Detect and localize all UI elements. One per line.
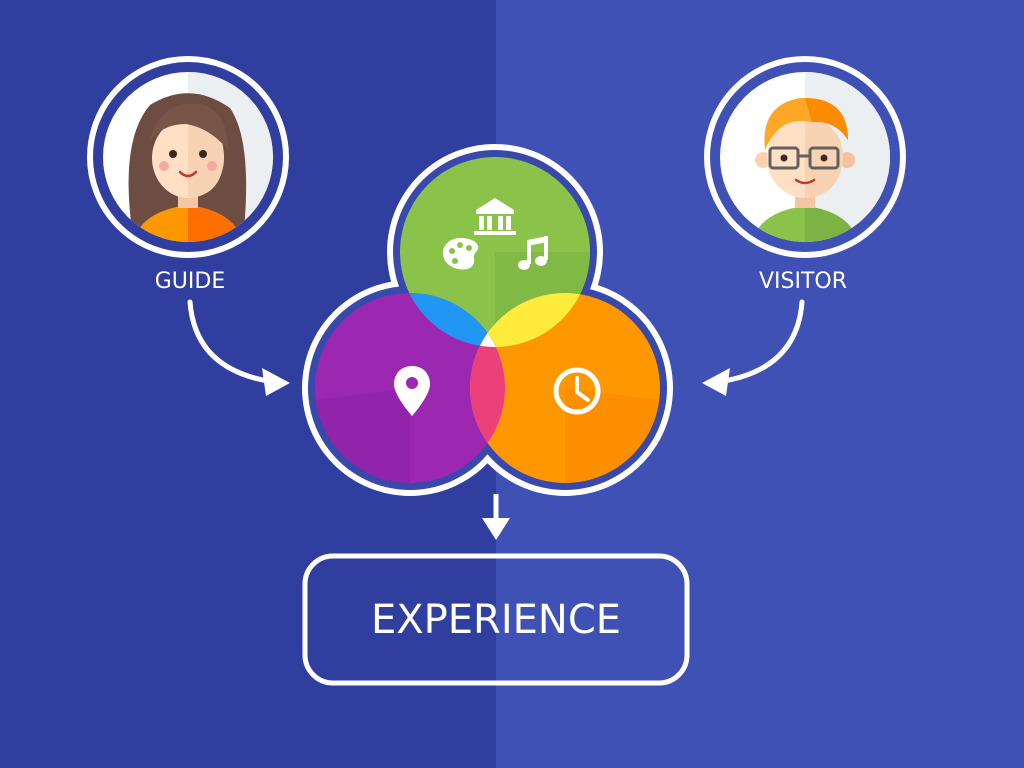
guide-label: GUIDE <box>155 269 225 294</box>
visitor-label: VISITOR <box>759 269 847 294</box>
location-pin-icon <box>394 366 430 416</box>
venn-diagram <box>302 144 673 496</box>
clock-icon <box>553 367 601 415</box>
visitor-arrow <box>702 299 805 396</box>
palette-icon <box>442 238 479 270</box>
visitor-avatar <box>704 56 906 258</box>
museum-icon <box>474 198 516 235</box>
down-arrow <box>482 494 510 540</box>
experience-box <box>302 553 690 686</box>
guide-arrow <box>187 299 290 396</box>
guide-avatar <box>87 56 289 258</box>
overlap-top-right <box>470 293 590 347</box>
music-note-icon <box>518 236 548 270</box>
experience-label: EXPERIENCE <box>371 597 621 643</box>
